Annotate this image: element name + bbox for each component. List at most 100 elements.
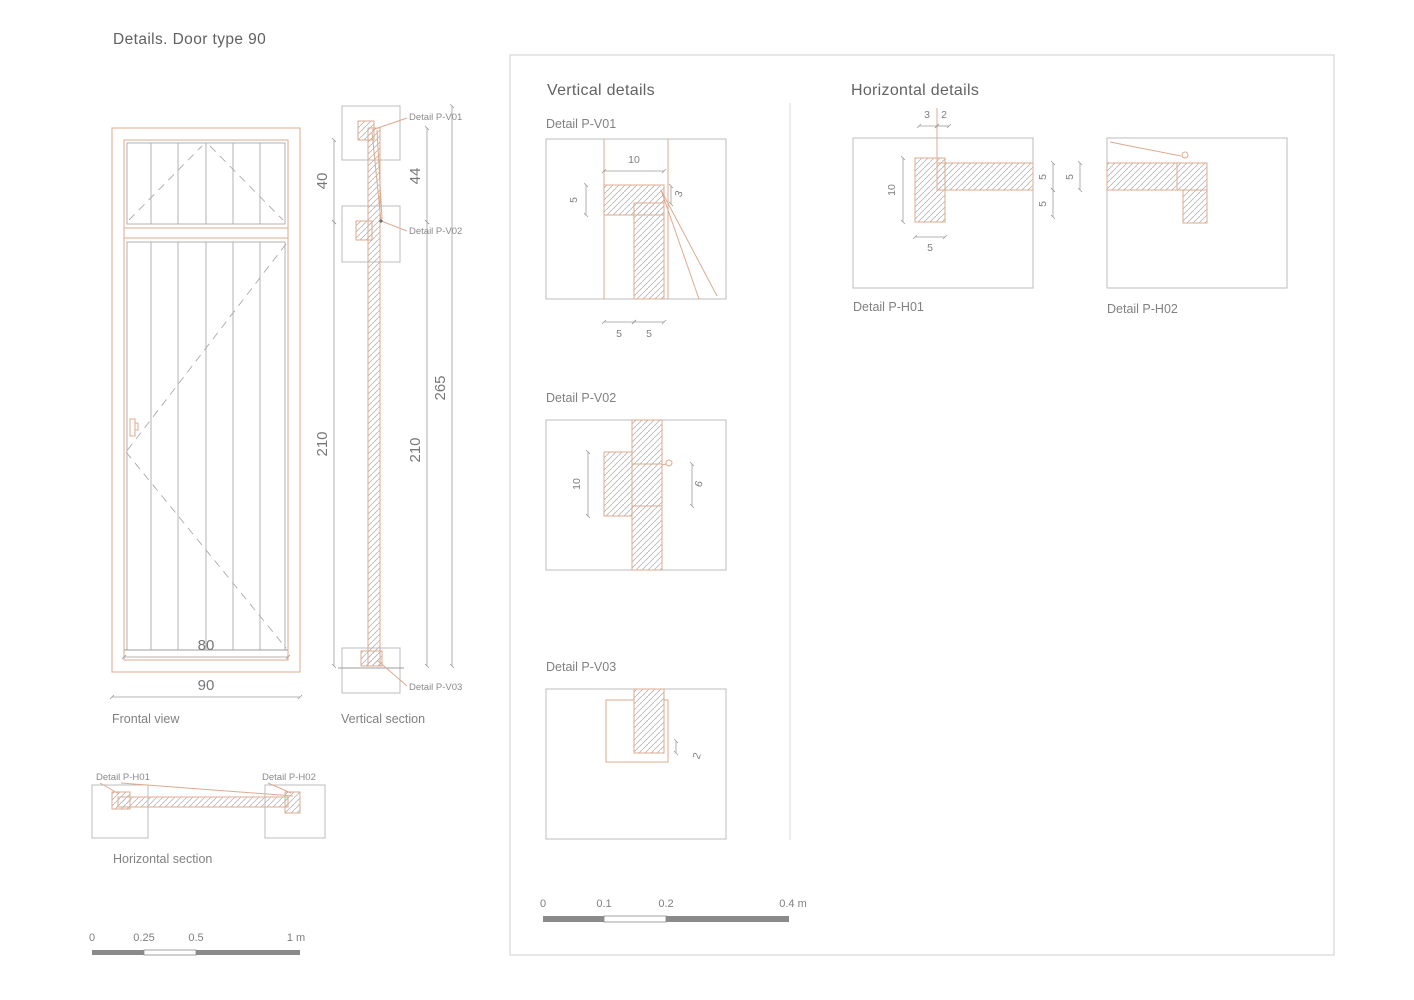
pv01-dim-3: 3: [673, 189, 686, 199]
pv02-leaf-bottom: [631, 505, 663, 571]
ph01-dim-5-bottom: 5: [927, 242, 933, 254]
vertical-section: Detail P-V01 Detail P-V02 Detail P-V03 4…: [314, 103, 462, 726]
scale-0: 0: [89, 932, 95, 944]
door-handle: [129, 418, 139, 437]
detail-pv01: Detail P-V01 10 5 3 5 5: [545, 117, 727, 340]
pv02-dim-lines: [585, 449, 695, 519]
dscale-01: 0.1: [596, 898, 611, 910]
scale-05: 0.5: [188, 932, 203, 944]
frontal-view: 80 90 Frontal view: [109, 127, 303, 726]
detail-marker-box-h01: [91, 784, 149, 839]
dscale-02: 0.2: [658, 898, 673, 910]
pv02-leader: [661, 459, 673, 467]
section-leaf-bar: [367, 127, 381, 667]
sheet-title: Details. Door type 90: [113, 31, 266, 48]
pv03-sill-channel: [605, 699, 669, 763]
horizontal-section: Detail P-H01 Detail P-H02 Horizontal sec…: [91, 772, 326, 866]
detail-ph01: 3 2 10 5 5 5 Detail P-H01: [852, 108, 1056, 314]
scale-1m: 1 m: [287, 932, 305, 944]
details-scale-bar: 0 0.1 0.2 0.4 m: [540, 898, 807, 923]
ph02-leaf-piece: [1106, 162, 1178, 191]
dscale-04m: 0.4 m: [779, 898, 807, 910]
detail-ph01-box: [852, 137, 1034, 289]
dim-210-right: 210: [407, 437, 424, 462]
dscale-seg-3: [666, 916, 789, 922]
pv02-rail-left: [603, 451, 633, 517]
detail-ph02-label: Detail P-H02: [1107, 302, 1178, 316]
detail-ph01-label: Detail P-H01: [853, 300, 924, 314]
ph01-dim-5-r2: 5: [1037, 201, 1049, 207]
pv02-dim-10: 10: [571, 478, 583, 490]
pv03-dim-2: 2: [691, 751, 704, 761]
pv01-leader-wedge: [660, 189, 718, 300]
section-head-block: [357, 120, 375, 141]
plan-leaf-bar: [117, 796, 289, 808]
ph01-dim-5-r1: 5: [1037, 174, 1049, 180]
detail-pv03-label: Detail P-V03: [546, 660, 616, 674]
leader-lines-horizontal: [99, 782, 294, 797]
ph01-dim-3: 3: [924, 109, 930, 121]
pv01-dim-5-b2: 5: [646, 328, 652, 340]
section-mid-block: [355, 220, 373, 241]
detail-pv02-label: Detail P-V02: [546, 391, 616, 405]
leaf-boards: [150, 242, 261, 650]
leaf-swing-dashes: [125, 243, 287, 649]
plan-right-jamb: [284, 791, 301, 814]
leader-dot: [379, 219, 383, 223]
scale-025: 0.25: [133, 932, 154, 944]
transom-divider: [124, 227, 288, 239]
scale-seg-1: [92, 950, 144, 955]
vertical-section-label: Vertical section: [341, 712, 425, 726]
pv02-leaf-top: [631, 419, 663, 465]
door-inner-frame: [123, 139, 289, 661]
ph02-jamb-lower: [1182, 189, 1208, 224]
dim-265: 265: [432, 375, 449, 400]
section-sill-block: [360, 650, 383, 667]
ph02-dim-5: 5: [1064, 174, 1076, 180]
detail-ph02: 5 Detail P-H02: [1064, 137, 1288, 316]
dscale-seg-2: [603, 915, 667, 923]
pv01-leaf-piece: [633, 202, 665, 300]
horizontal-section-label: Horizontal section: [113, 852, 212, 866]
leader-label-v03: Detail P-V03: [409, 682, 462, 693]
details-panel: Vertical details Horizontal details Deta…: [509, 54, 1335, 956]
scale-seg-2: [143, 949, 197, 956]
dim-90: 90: [198, 677, 215, 694]
frontal-view-label: Frontal view: [112, 712, 180, 726]
dim-210-left: 210: [314, 431, 331, 456]
ph02-jamb-upper: [1176, 162, 1208, 191]
detail-pv03: Detail P-V03 2: [545, 660, 727, 840]
dscale-seg-1: [543, 916, 604, 922]
dim-44: 44: [407, 168, 424, 185]
pv02-rail-right: [631, 463, 663, 507]
ph01-leaf-piece: [936, 162, 1034, 191]
main-scale-bar: 0 0.25 0.5 1 m: [89, 932, 305, 956]
pv01-dim-lines: [583, 168, 674, 325]
pv02-dim-6: 6: [693, 479, 706, 489]
panel-border: [509, 54, 1335, 956]
pv03-leaf-piece: [633, 688, 665, 754]
leader-lines: [371, 117, 408, 687]
leader-label-h02: Detail P-H02: [262, 772, 316, 783]
leader-label-v02: Detail P-V02: [409, 226, 462, 237]
pv01-dim-5-left: 5: [568, 197, 580, 203]
detail-marker-box-h02: [264, 784, 326, 839]
detail-ph02-box: [1106, 137, 1288, 289]
leader-label-h01: Detail P-H01: [96, 772, 150, 783]
pv01-dim-10: 10: [628, 154, 640, 166]
dim-40: 40: [314, 173, 331, 190]
section-dimensions: [331, 103, 455, 669]
detail-pv02: Detail P-V02 10 6: [545, 391, 727, 571]
dim-80: 80: [198, 637, 215, 654]
leader-label-v01: Detail P-V01: [409, 112, 462, 123]
transom-mullions: [150, 143, 261, 224]
ph01-dim-2: 2: [941, 109, 947, 121]
horizontal-details-heading: Horizontal details: [851, 82, 979, 99]
transom-opening-dashes: [128, 145, 284, 221]
vertical-details-heading: Vertical details: [547, 82, 655, 99]
plan-left-jamb: [111, 791, 131, 810]
ph02-leader: [1109, 141, 1189, 159]
ph01-dim-lines: [900, 123, 1056, 240]
